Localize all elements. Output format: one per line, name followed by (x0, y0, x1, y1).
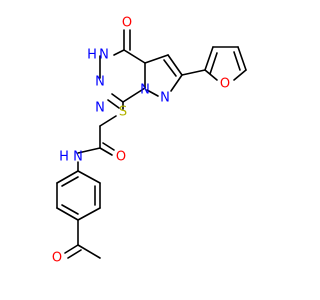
hydrogen-atom-lactam: H (87, 48, 97, 63)
bond (233, 69, 247, 81)
bond (99, 115, 117, 127)
bonds (56, 29, 247, 259)
nitrogen-atom-lactam: N (99, 48, 109, 63)
bond (209, 52, 218, 75)
oxygen-atom-amide: O (116, 150, 126, 165)
nitrogen-atom-ring-b: N (95, 101, 105, 116)
chemical-structure: O N H N N N N O S O N H O (52, 16, 247, 266)
bond (233, 51, 241, 71)
bond (146, 89, 159, 97)
bond (102, 142, 115, 151)
bond (107, 99, 120, 109)
bond (77, 170, 101, 184)
molecule-canvas: O N H N N N N O S O N H O (52, 16, 247, 266)
bond (67, 249, 82, 259)
bond (64, 244, 79, 254)
bond (204, 46, 214, 71)
nitrogen-atom-fused: N (140, 83, 150, 98)
nitrogen-atom-ring-a: N (95, 75, 105, 90)
bond (123, 49, 146, 64)
nitrogen-atom-amide: N (73, 150, 83, 165)
atom-labels: O N H N N N N O S O N H O (52, 16, 230, 266)
bond (144, 54, 169, 64)
hydrogen-atom-amide: H (59, 150, 69, 165)
bond (204, 69, 218, 81)
bond (181, 69, 206, 76)
bond (170, 74, 183, 92)
bond (167, 54, 183, 76)
bond (163, 59, 177, 77)
bond (122, 87, 146, 103)
bond (113, 49, 125, 56)
oxygen-atom-carbonyl-top: O (122, 16, 132, 31)
bond (56, 207, 79, 221)
bond (61, 176, 79, 187)
bond (237, 46, 247, 71)
bond (99, 147, 113, 156)
sulfur-atom-thioether: S (119, 105, 127, 120)
bond (56, 170, 79, 184)
bond (77, 244, 101, 259)
oxygen-atom-furan: O (220, 77, 230, 92)
bond (111, 93, 124, 103)
nitrogen-atom-pyrazole: N (160, 91, 170, 106)
oxygen-atom-ketone: O (52, 251, 62, 266)
bond (77, 147, 101, 154)
bond (61, 204, 79, 215)
bond (77, 207, 101, 221)
